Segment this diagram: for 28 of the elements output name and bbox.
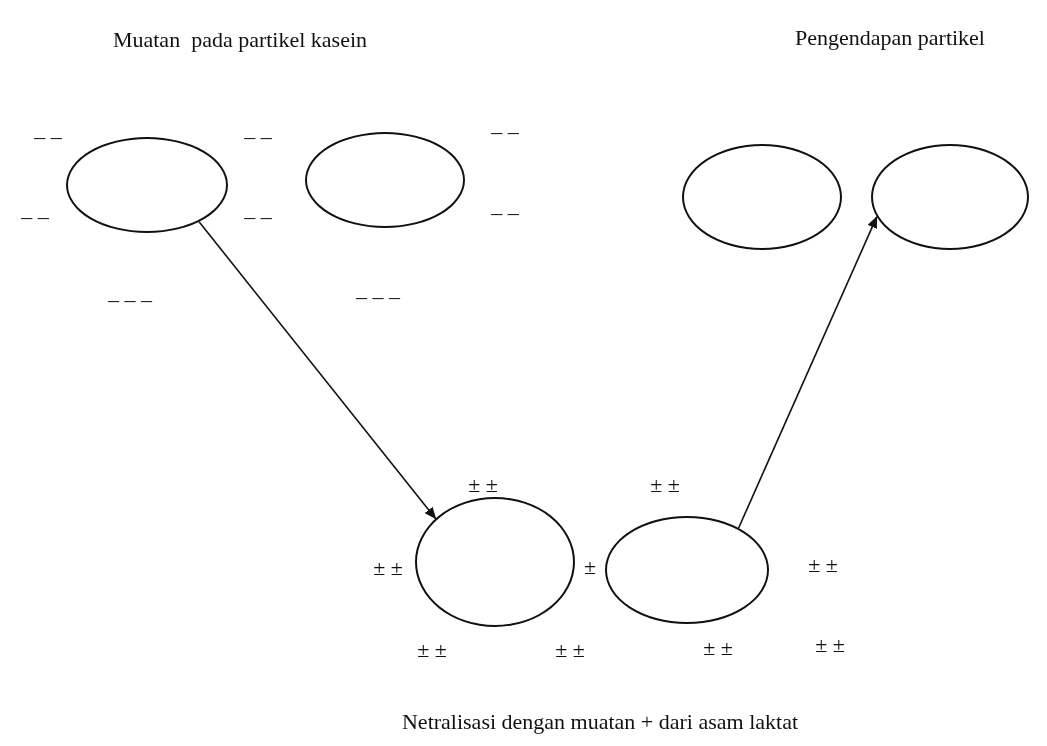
particle-ellipse	[66, 137, 228, 233]
charge-label: – –	[21, 206, 49, 228]
charge-label: – –	[491, 202, 519, 224]
charge-label: ± ±	[373, 557, 403, 579]
charge-label: ± ±	[555, 639, 585, 661]
charge-label: ± ±	[815, 634, 845, 656]
charge-label: ± ±	[808, 554, 838, 576]
charge-label: ± ±	[650, 474, 680, 496]
charge-label: – – –	[356, 286, 400, 308]
charge-label: – –	[244, 206, 272, 228]
charge-label: ± ±	[417, 639, 447, 661]
arrow	[737, 215, 878, 529]
particle-ellipse	[871, 144, 1029, 250]
charge-label: ± ±	[703, 637, 733, 659]
charge-label: Netralisasi dengan muatan + dari asam laktat	[402, 711, 798, 733]
charge-label: Muatan pada partikel kasein	[112, 29, 368, 51]
particle-ellipse	[305, 132, 465, 228]
charge-label: – –	[491, 121, 519, 143]
particle-ellipse	[415, 497, 575, 627]
charge-label: ±	[583, 556, 597, 578]
charge-label: – –	[244, 126, 272, 148]
particle-ellipse	[605, 516, 769, 624]
particle-ellipse	[682, 144, 842, 250]
charge-label: ± ±	[468, 474, 498, 496]
charge-label: – – –	[108, 289, 152, 311]
charge-label: – –	[34, 126, 62, 148]
charge-label: Pengendapan partikel	[795, 27, 985, 49]
arrow	[198, 220, 437, 520]
